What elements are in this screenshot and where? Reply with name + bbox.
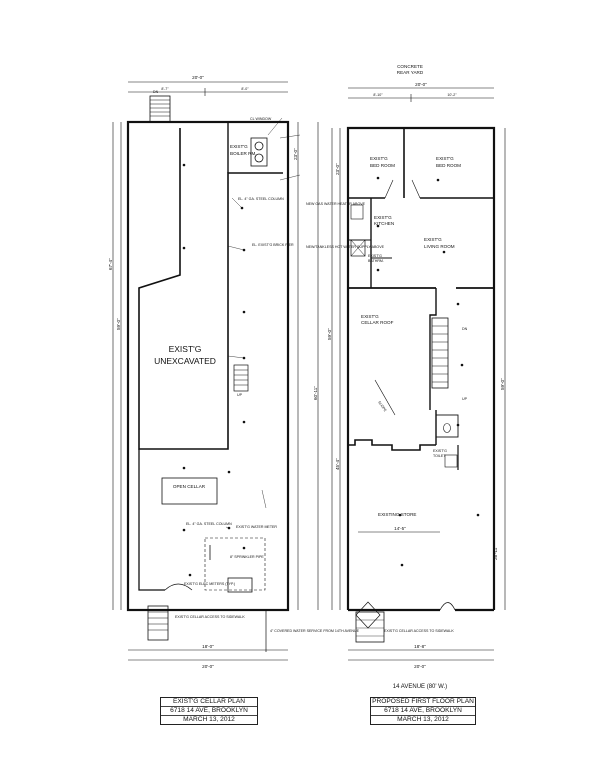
bed1-label-2: BED ROOM [370,163,395,168]
floor-labels: CONCRETE REAR YARD 20'-0" 8'-10" 10'-2" … [306,64,505,690]
cellar-title-name: EXIST'G CELLAR PLAN [161,698,257,707]
hot-water-note: NEW/TANKLESS HOT WATER SUPPLY ABOVE [306,245,385,249]
slope-note: SLOPE [377,400,387,413]
cellar-window-note: CL WINDOW [250,117,272,121]
boiler-label-1: EXIST'G [230,144,248,149]
unexcavated-label-1: EXIST'G [169,344,202,354]
cellar-title-block: EXIST'G CELLAR PLAN 6718 14 AVE, BROOKLY… [160,697,258,725]
cellar-dim-top-left: 8'-7" [161,87,169,91]
water-meter-note: EXIST'G WATER METER [236,525,277,529]
cellar-dim-top-right: 8'-0" [241,87,249,91]
floor-title-name: PROPOSED FIRST FLOOR PLAN [371,698,475,707]
steel-column-note: EL. 4" GA. STEEL COLUMN [238,197,284,201]
living-label-2: LIVING ROOM [424,244,455,249]
unexcavated-label-2: UNEXCAVATED [154,356,216,366]
sprinkler-note: 8" SPRINKLER PIPE [230,555,264,559]
floor-dim-left-upper: 23'-0" [335,163,340,175]
toilet-label-2: TOILET [433,454,446,458]
cellar-outer-wall [126,120,290,612]
cellar-dim-right-mid: 60'-11" [313,386,318,400]
floor-title-date: MARCH 13, 2012 [397,716,449,723]
cellar-dim-bottom-total: 20'-0" [202,664,214,669]
floor-dim-right: 59'-0" [500,378,505,390]
floor-dim-left-mid: 59'-0" [327,328,332,340]
cellar-dim-bottom-sub: 18'-0" [202,644,214,649]
open-cellar-label: OPEN CELLAR [173,484,206,489]
floor-title-block: PROPOSED FIRST FLOOR PLAN 6718 14 AVE, B… [370,697,476,725]
boiler-label-2: BOILER RM. [230,151,257,156]
floor-dim-top-total: 20'-0" [415,82,427,87]
water-heater-note: NEW GAS WATER HEATER ABOVE [306,202,366,206]
floor-outer-wall [346,126,496,610]
floor-dn-note: DN [462,327,468,331]
cellar-dim-side-total: 67'-4" [108,258,113,270]
cellar-labels: 20'-0" 8'-7" 8'-0" CL WINDOW EXIST'G UNE… [108,75,360,669]
steel-column-note-2: EL. 4" GA. STEEL COLUMN [186,522,232,526]
toilet-label-1: EXIST'G [433,449,447,453]
cellar-dim-right-upper: 23'-0" [293,148,298,160]
cellar-title-date: MARCH 13, 2012 [183,716,235,723]
kitchen-label-2: KITCHEN [374,221,394,226]
bath-label-2: BATHRM. [368,259,384,263]
rear-yard-label-1: CONCRETE [397,64,423,69]
gas-meters-note: EXIST'G ELEC METERS (TYP.) [184,582,235,586]
cellar-title-address: 6718 14 AVE, BROOKLYN [161,707,257,716]
bed2-label-1: EXIST'G [436,156,454,161]
bed1-label-1: EXIST'G [370,156,388,161]
cellar-up-note: UP [237,393,243,397]
water-service-note: 4" COVERED WATER SERVICE FROM 14TH AVENU… [270,629,360,633]
floor-dim-left-lower: 45'-4" [335,458,340,470]
cellar-dn-note: DN [153,90,159,94]
rear-yard-label-2: REAR YARD [397,70,424,75]
store-label: EXISTING STORE [378,512,416,517]
floor-dim-right-lower: 26'-11" [493,546,498,560]
bath-label-1: EXIST'G [368,254,382,258]
floor-title-address: 6718 14 AVE, BROOKLYN [371,707,475,716]
floor-cellar-access-note: EXIST'G CELLAR ACCESS TO SIDEWALK [384,629,454,633]
cellar-roof-label-1: EXIST'G [361,314,379,319]
street-label: 14 AVENUE (80' W.) [393,684,447,690]
cellar-columns [182,163,246,577]
first-floor-plan [331,87,506,661]
unexcavated-boundary [138,128,283,450]
kitchen-label-1: EXIST'G [374,215,392,220]
cellar-dim-top-total: 20'-0" [192,75,204,80]
floor-dim-top-right: 10'-2" [447,93,457,97]
living-label-1: EXIST'G [424,237,442,242]
bed2-label-2: BED ROOM [436,163,461,168]
cellar-access-note: EXIST'G CELLAR ACCESS TO SIDEWALK [175,615,245,619]
brick-pier-note: EL. EXIST'G BRICK PIER [252,243,294,247]
floor-up-note: UP [462,397,468,401]
floor-fixtures [376,176,480,567]
floor-dim-top-left: 8'-10" [373,93,383,97]
floor-dim-bottom-sub: 18'-8" [414,644,426,649]
floor-dim-bottom-total: 20'-0" [414,664,426,669]
cellar-plan [112,81,319,661]
cellar-dim-side-main: 59'-0" [116,318,121,330]
store-width-dim: 14'-5" [394,526,406,531]
cellar-roof-label-2: CELLAR ROOF [361,320,394,325]
